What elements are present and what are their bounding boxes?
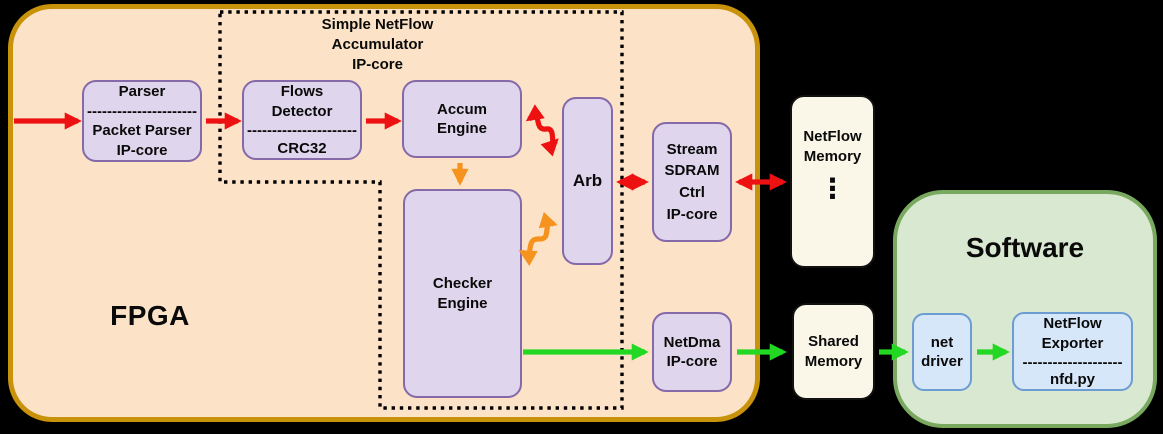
node-flows-detector: Flows Detector ---------------------- CR… — [242, 80, 362, 160]
node-packet-parser: Parser ---------------------- Packet Par… — [82, 80, 202, 162]
node-checker-engine: Checker Engine — [403, 189, 522, 398]
node-title: Checker — [432, 275, 493, 292]
node-title: IP-core — [666, 205, 718, 223]
node-title: Memory — [803, 147, 862, 165]
accumulator-region-title: Simple NetFlow Accumulator IP-core — [285, 15, 470, 74]
node-netflow-memory: NetFlow Memory ⋮ — [790, 95, 875, 268]
node-line: CRC32 — [277, 139, 327, 157]
node-title: Exporter — [1041, 334, 1104, 352]
node-title: NetFlow — [803, 128, 862, 145]
accumulator-title-line: Accumulator — [331, 35, 424, 53]
node-stream-sdram-ctrl: Stream SDRAM Ctrl IP-core — [652, 122, 732, 242]
software-region — [893, 190, 1157, 428]
node-title: SDRAM — [664, 162, 720, 180]
node-title: Ctrl — [679, 184, 705, 201]
node-title: Shared — [808, 333, 859, 350]
node-title: IP-core — [666, 353, 718, 370]
node-title: Memory — [804, 352, 863, 370]
node-title: NetFlow — [1043, 315, 1102, 332]
node-arb: Arb — [562, 97, 613, 265]
node-title: Engine — [437, 294, 488, 312]
software-label: Software — [965, 232, 1085, 263]
vertical-ellipsis-icon: ⋮ — [818, 173, 847, 204]
node-title: Flows — [280, 83, 324, 100]
node-title: Arb — [572, 170, 603, 190]
dashed-separator: ---------------------- — [87, 102, 197, 120]
node-title: Detector — [271, 102, 333, 120]
node-accum-engine: Accum Engine — [402, 80, 522, 158]
node-title: net — [930, 333, 954, 351]
node-title: Accum — [436, 100, 488, 118]
node-line: Packet Parser — [92, 122, 192, 139]
node-netflow-exporter: NetFlow Exporter -------------------- nf… — [1012, 312, 1133, 391]
accumulator-title-line: Simple NetFlow — [321, 16, 434, 33]
accumulator-title-line: IP-core — [352, 55, 403, 73]
node-line: IP-core — [116, 141, 168, 159]
fpga-label: FPGA — [110, 300, 190, 331]
node-netdma: NetDma IP-core — [652, 312, 732, 392]
node-net-driver: net driver — [912, 313, 972, 391]
node-title: Engine — [436, 120, 487, 137]
dashed-separator: -------------------- — [1022, 354, 1123, 370]
node-title: driver — [921, 353, 963, 370]
node-title: Stream — [666, 140, 718, 158]
node-line: nfd.py — [1050, 370, 1095, 388]
node-title: Parser — [118, 83, 166, 100]
node-title: NetDma — [663, 333, 721, 351]
dashed-separator: ---------------------- — [247, 122, 357, 139]
node-shared-memory: Shared Memory — [792, 303, 875, 400]
